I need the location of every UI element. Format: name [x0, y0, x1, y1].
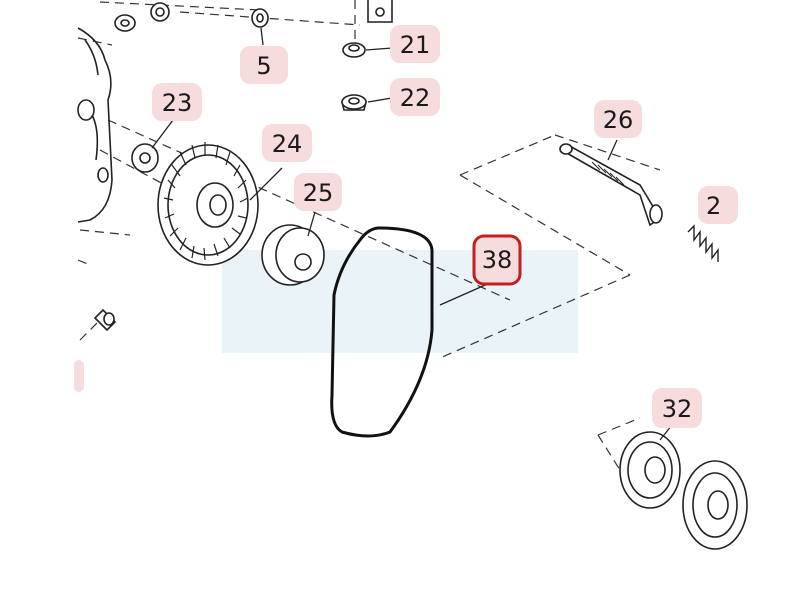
nut-part-22 [340, 94, 368, 111]
leader-lines [151, 27, 673, 441]
callout-38-highlighted: 38 [472, 234, 522, 286]
callout-21: 21 [390, 25, 440, 63]
nut-part-21 [342, 42, 366, 58]
bevel-gear-part-24 [157, 142, 259, 266]
svg-text:22: 22 [400, 84, 431, 112]
callout-25: 25 [294, 173, 342, 211]
shaft-part-26 [559, 143, 663, 227]
svg-text:2: 2 [706, 192, 721, 220]
callout-22: 22 [390, 78, 440, 116]
svg-text:38: 38 [482, 246, 513, 274]
gasket-part-38 [330, 226, 434, 438]
svg-text:23: 23 [162, 89, 193, 117]
svg-text:32: 32 [662, 395, 693, 423]
svg-text:5: 5 [256, 52, 271, 80]
bearing-part-25 [261, 224, 325, 286]
svg-text:21: 21 [400, 31, 431, 59]
spur-gear-part-32 [619, 431, 748, 550]
engine-housing [77, 27, 113, 223]
callout-23: 23 [152, 83, 202, 121]
callout-27-partial: 2 [698, 186, 738, 224]
callout-partial-left [74, 360, 84, 392]
callout-24: 24 [262, 124, 312, 162]
washer-parts-top [114, 2, 269, 32]
svg-text:25: 25 [303, 179, 334, 207]
spring-part-27 [687, 224, 719, 262]
pin-part [93, 308, 117, 332]
callout-32: 32 [652, 388, 702, 428]
washer-part-23 [131, 143, 159, 173]
svg-text:26: 26 [603, 106, 634, 134]
svg-text:24: 24 [272, 130, 303, 158]
callout-26: 26 [594, 100, 642, 138]
callout-5: 5 [240, 46, 288, 84]
bracket-part [367, 0, 393, 23]
